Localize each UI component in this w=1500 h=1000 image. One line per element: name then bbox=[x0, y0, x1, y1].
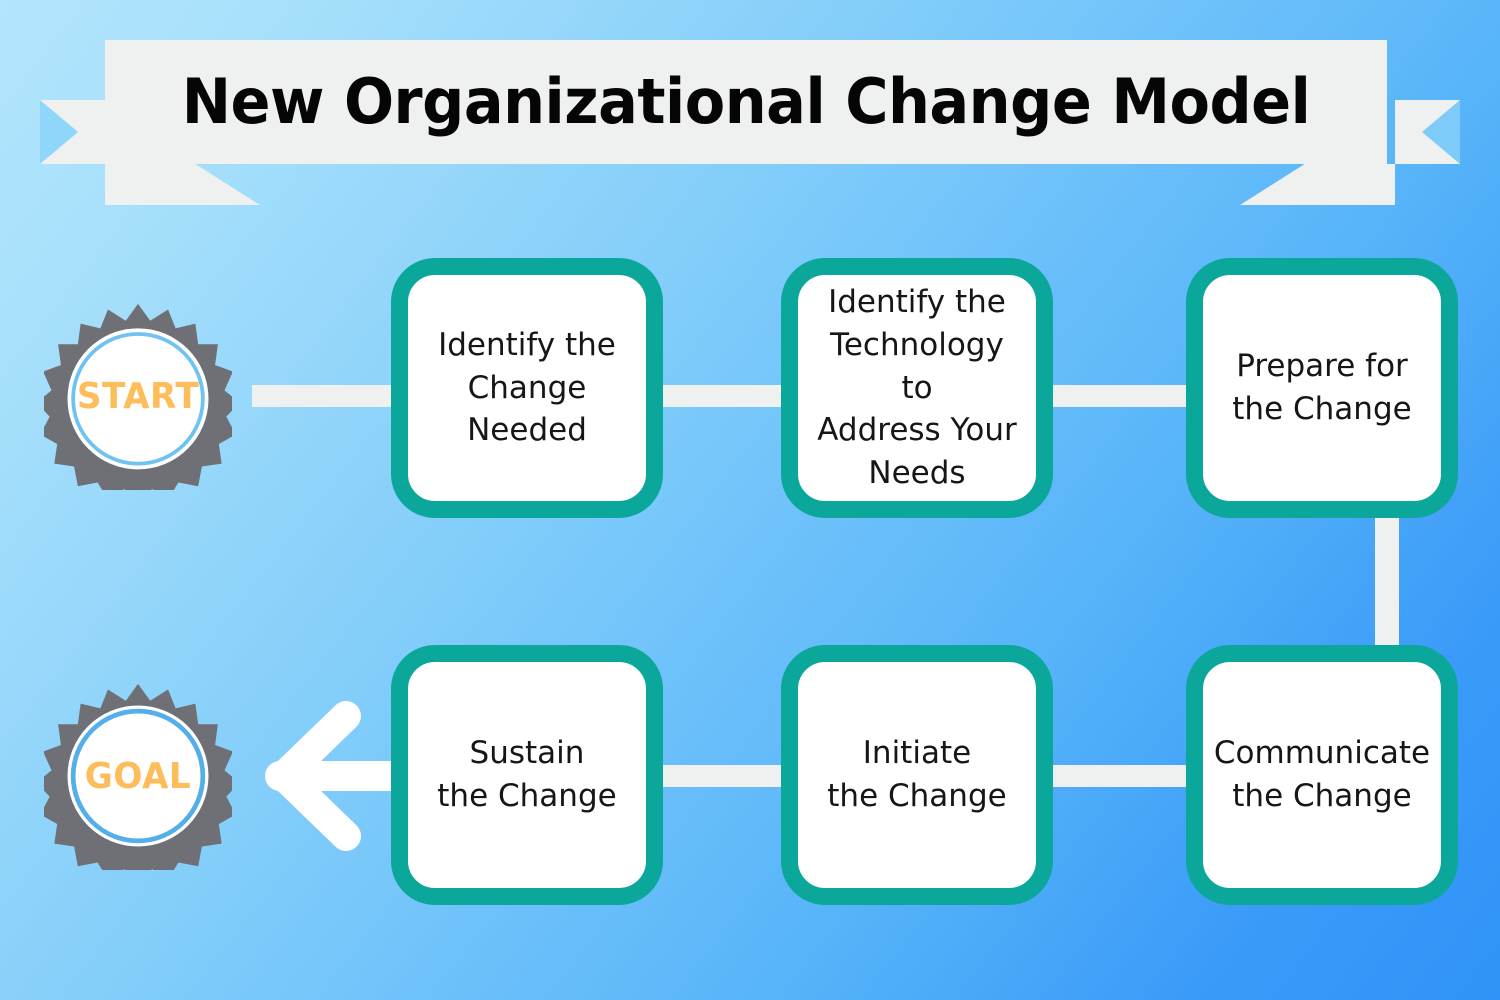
connector-step-2-to-step-3 bbox=[1040, 385, 1198, 407]
connector-start-to-step-1 bbox=[252, 385, 404, 407]
connector-step-1-to-step-2 bbox=[650, 385, 800, 407]
process-box-label: Communicate the Change bbox=[1213, 735, 1431, 814]
process-box-label: Sustain the Change bbox=[437, 735, 617, 814]
connector-step-6-to-step-5 bbox=[1040, 765, 1198, 787]
goal-badge-label: GOAL bbox=[84, 755, 192, 797]
start-badge: START bbox=[36, 302, 240, 503]
process-box-sustain-change[interactable]: Sustain the Change bbox=[391, 645, 663, 905]
process-box-label: Identify the Technology to Address Your … bbox=[817, 284, 1017, 492]
connector-step-5-to-step-4 bbox=[650, 765, 800, 787]
page-title: New Organizational Change Model bbox=[181, 65, 1311, 138]
starburst-badge-icon bbox=[36, 683, 240, 883]
banner-tail-right-notch bbox=[1422, 100, 1460, 164]
starburst-badge-icon bbox=[36, 303, 240, 503]
connector-step-3-to-step-6 bbox=[1375, 505, 1399, 665]
goal-badge: GOAL bbox=[36, 682, 240, 883]
process-box-label: Initiate the Change bbox=[827, 735, 1007, 814]
process-box-prepare-change[interactable]: Prepare for the Change bbox=[1186, 258, 1458, 518]
process-box-label: Identify the Change Needed bbox=[438, 326, 616, 449]
start-badge-label: START bbox=[76, 375, 200, 417]
process-box-identify-change[interactable]: Identify the Change Needed bbox=[391, 258, 663, 518]
process-box-identify-technology[interactable]: Identify the Technology to Address Your … bbox=[781, 258, 1053, 518]
process-box-initiate-change[interactable]: Initiate the Change bbox=[781, 645, 1053, 905]
process-box-label: Prepare for the Change bbox=[1232, 348, 1412, 427]
banner-tail-left-notch bbox=[40, 100, 78, 164]
banner-plate: New Organizational Change Model bbox=[105, 40, 1387, 164]
process-box-communicate-change[interactable]: Communicate the Change bbox=[1186, 645, 1458, 905]
